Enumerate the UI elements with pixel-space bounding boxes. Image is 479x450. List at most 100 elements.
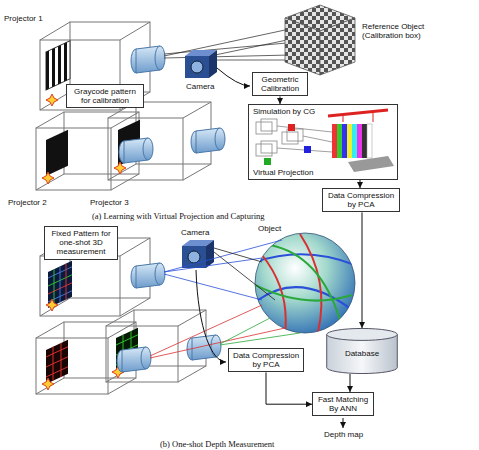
- light-source: [46, 94, 58, 106]
- red-grid-pattern: [46, 367, 68, 377]
- projector-2: [108, 378, 136, 394]
- red-grid-pattern: [46, 340, 68, 384]
- camera-icon: [188, 251, 200, 263]
- projector-2: [36, 128, 111, 190]
- output-label: Depth map: [324, 430, 363, 439]
- process-box: Fast Matching By ANN: [312, 392, 374, 416]
- node-text: Database: [345, 349, 379, 358]
- projected-lines: [270, 245, 340, 320]
- projector-label: Projector 2: [8, 198, 47, 207]
- database-cylinder: Database: [326, 328, 398, 374]
- graycode-pattern: [46, 41, 70, 90]
- panel-caption: (a) Learning with Virtual Projection and…: [92, 212, 265, 222]
- lens: [131, 263, 165, 288]
- projection-rays: [164, 258, 262, 272]
- simulation-art: [282, 132, 298, 144]
- graycode-pattern: [46, 51, 49, 90]
- projection-rays: [215, 40, 287, 55]
- projector-2: [36, 322, 136, 394]
- node-text: Graycode pattern for calibration: [70, 87, 140, 105]
- lens: [131, 46, 165, 73]
- projection-rays: [220, 318, 270, 344]
- light-source: [46, 299, 58, 311]
- calibration-box: [285, 5, 355, 75]
- simulation-art: [256, 144, 272, 156]
- simulation-art: [342, 124, 347, 158]
- calibration-box: [285, 18, 320, 75]
- simulation-art: [303, 136, 332, 142]
- camera-icon: [185, 56, 209, 78]
- camera-label: Camera: [181, 228, 209, 237]
- simulation-art: [347, 124, 352, 158]
- simulation-art: [264, 158, 271, 165]
- projection-rays: [164, 55, 290, 58]
- projected-lines: [300, 234, 321, 332]
- capture-arrow: [196, 270, 226, 362]
- red-grid-pattern: [46, 340, 68, 384]
- red-grid-pattern: [61, 343, 62, 377]
- node-text: Simulation by CG: [253, 107, 393, 116]
- object-label: Reference Object (Calibration box): [362, 22, 442, 40]
- cylinder-top: [327, 328, 398, 340]
- graycode-pattern: [46, 41, 70, 90]
- projector-3: [183, 164, 211, 180]
- process-box: Data Compression by PCA: [322, 188, 400, 212]
- camera-icon: [209, 50, 217, 78]
- connector-arrow: [350, 374, 351, 392]
- projection-rays: [214, 252, 275, 300]
- projector-1: [40, 22, 150, 110]
- simulation-art: [304, 146, 311, 153]
- camera-icon: [185, 50, 217, 78]
- node-text: Geometric Calibration: [256, 75, 304, 93]
- simulation-art: [261, 141, 277, 153]
- process-box: Geometric Calibration: [252, 72, 308, 96]
- process-box: Data Compression by PCA: [228, 348, 304, 372]
- projection-rays: [214, 248, 262, 262]
- graycode-pattern: [58, 45, 61, 84]
- grid-pattern: [66, 264, 67, 300]
- camera-label: Camera: [186, 82, 214, 91]
- connector-arrow: [362, 212, 363, 328]
- lens: [211, 335, 221, 357]
- simulation-panel: Simulation by CG Virtual Projection: [248, 104, 398, 180]
- red-grid-pattern: [53, 347, 54, 381]
- panel-caption: (b) One-shot Depth Measurement: [160, 440, 274, 450]
- projection-rays: [220, 333, 300, 345]
- simulation-art: [332, 124, 337, 158]
- camera-icon: [191, 61, 203, 73]
- simulation-art: [362, 124, 367, 158]
- connector-arrow: [266, 372, 312, 404]
- simulation-art: [256, 122, 272, 134]
- black-pattern: [46, 130, 68, 176]
- projector-label: Projector 1: [4, 14, 43, 23]
- simulation-art: [348, 156, 394, 172]
- projected-lines: [255, 285, 352, 301]
- projector-3: [106, 310, 134, 326]
- simulation-art: [277, 126, 332, 132]
- camera-icon: [182, 240, 214, 268]
- red-grid-pattern: [46, 347, 68, 357]
- projector-3: [106, 310, 206, 382]
- simulation-art: [352, 124, 357, 158]
- node-text: Data Compression by PCA: [232, 351, 300, 369]
- projector-2: [36, 112, 64, 128]
- node-text: Data Compression by PCA: [326, 191, 396, 209]
- node-text: Fast Matching By ANN: [316, 395, 370, 413]
- callout-box: Graycode pattern for calibration: [66, 84, 144, 108]
- projection-rays: [150, 240, 300, 358]
- projector-2: [36, 322, 64, 338]
- output-arrow: [343, 418, 344, 428]
- projector-1: [120, 298, 150, 316]
- lens: [143, 138, 153, 160]
- lens: [141, 347, 151, 369]
- projector-1: [120, 238, 150, 256]
- simulation-art: [261, 119, 277, 131]
- simulation-art: [373, 113, 374, 122]
- callout-box: Fixed Pattern for one-shot 3D measuremen…: [44, 226, 118, 260]
- lens: [119, 128, 225, 163]
- projected-lines: [255, 254, 355, 265]
- node-text: Virtual Projection: [253, 168, 393, 177]
- connector-arrow: [360, 180, 361, 188]
